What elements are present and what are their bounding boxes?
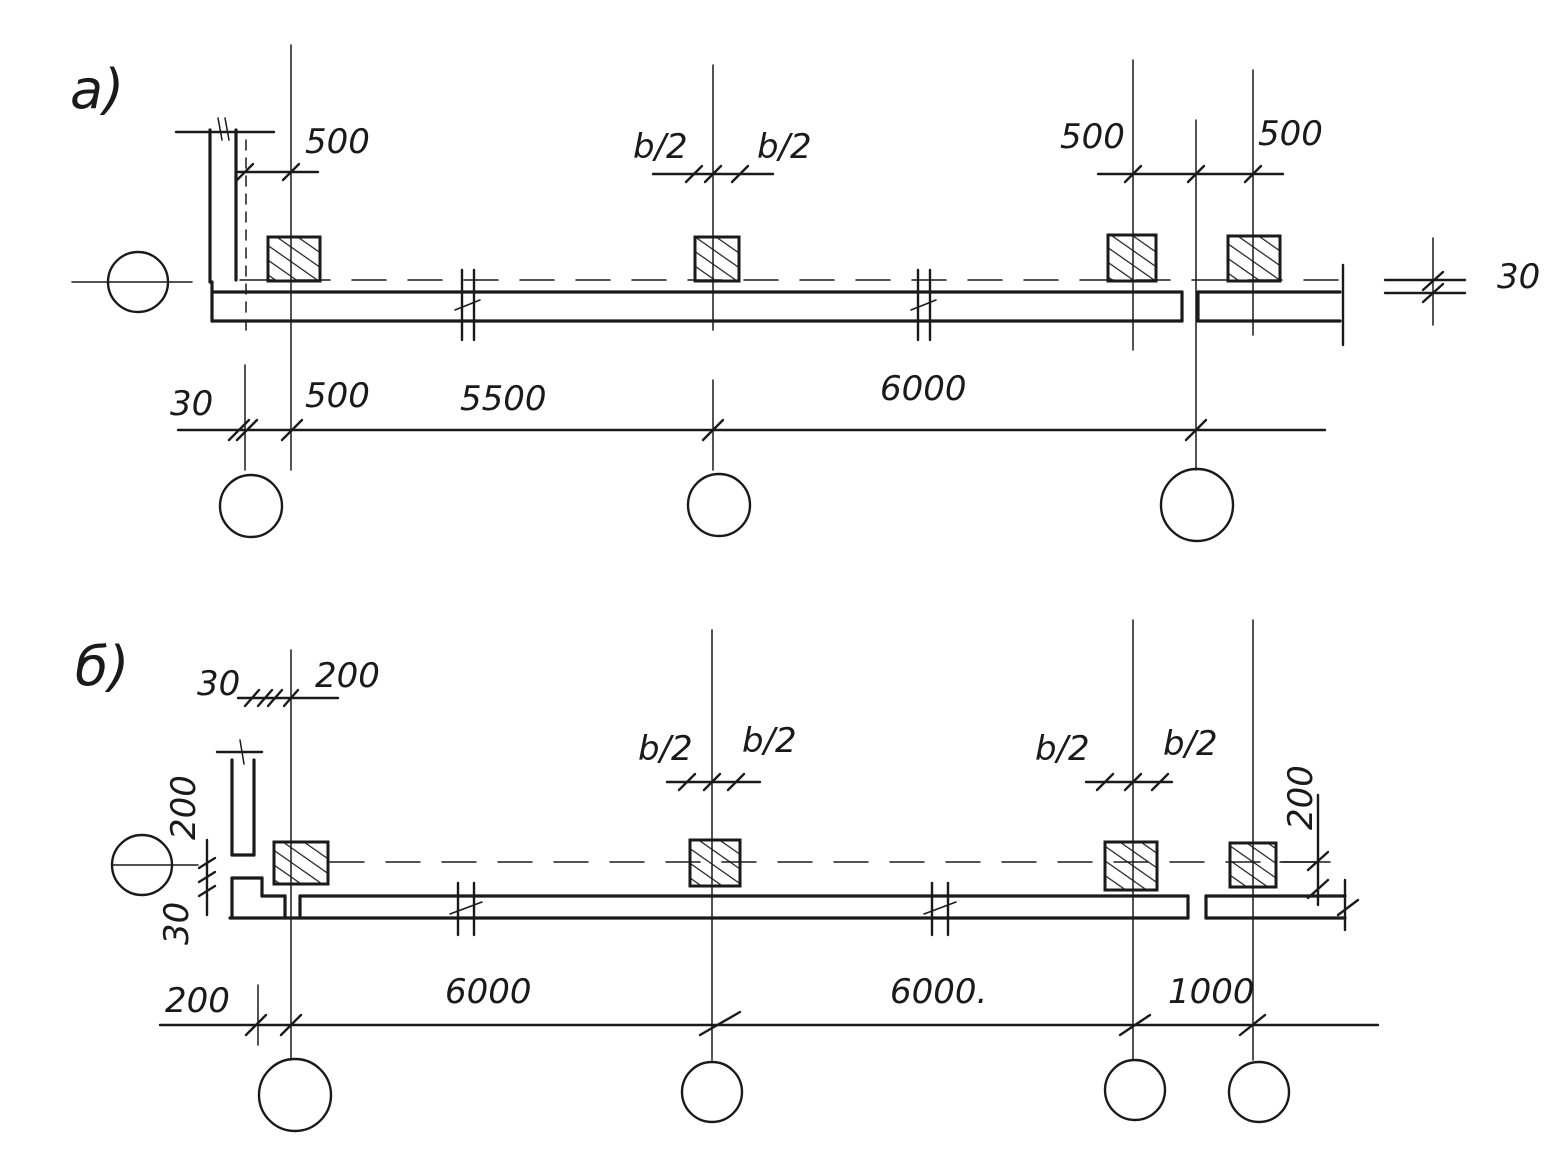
- dims-left-b: [197, 838, 217, 917]
- diagram-b: б): [75, 619, 1380, 1133]
- dim-b-6000-b: 6000.: [890, 972, 987, 1012]
- axis-bubble-b1: [257, 1057, 333, 1133]
- dim-a-500-right-b: 500: [1258, 114, 1323, 154]
- column-b3: [1103, 840, 1159, 892]
- axis-bubble-a2: [686, 472, 752, 538]
- dims-bottom-a: [176, 418, 1327, 442]
- axis-lines-b: [290, 619, 1254, 1061]
- slab-b: [228, 878, 1347, 937]
- columns-b: [272, 838, 1278, 892]
- axis-bubble-b2: [680, 1060, 744, 1124]
- axis-bubbles-b: [257, 1057, 1291, 1133]
- dim-b-200-bottom: 200: [165, 981, 230, 1021]
- dim-a-5500: 5500: [460, 379, 547, 419]
- column-a4: [1226, 234, 1282, 283]
- dim-b-6000-a: 6000: [445, 972, 532, 1012]
- dim-b-b2-3: b/2: [1035, 729, 1090, 769]
- column-b1: [272, 840, 330, 886]
- axis-marker-left-a: [71, 250, 193, 314]
- slab-a: [210, 263, 1345, 347]
- dim-a-500-bottom: 500: [305, 376, 370, 416]
- dim-b-200-left: 200: [164, 775, 204, 840]
- dims-top-a: [235, 162, 1285, 184]
- column-a1: [266, 235, 322, 283]
- column-a3: [1106, 233, 1158, 283]
- dim-b-1000: 1000: [1168, 972, 1255, 1012]
- axis-bubble-b3: [1103, 1058, 1167, 1122]
- column-b4: [1228, 841, 1278, 889]
- axis-lines-a: [244, 44, 1254, 471]
- wall-a: [174, 117, 276, 331]
- dim-a-b2-left: b/2: [633, 127, 688, 167]
- axis-bubble-a1: [218, 473, 284, 539]
- dim-a-500-right-a: 500: [1060, 117, 1125, 157]
- dim-b-30-top: 30: [197, 664, 240, 704]
- columns-a: [266, 233, 1282, 283]
- wall-b: [215, 739, 287, 920]
- dim-b-b2-2: b/2: [742, 721, 797, 761]
- column-a2: [693, 235, 741, 283]
- axis-bubble-b4: [1227, 1060, 1291, 1124]
- axis-marker-left-b: [110, 833, 199, 897]
- dim-b-30-left: 30: [157, 902, 197, 945]
- dim-a-30-right: 30: [1497, 257, 1540, 297]
- diagram-a: a): [70, 44, 1540, 543]
- dim-a-6000: 6000: [880, 369, 967, 409]
- dim-b-200-right: 200: [1281, 765, 1321, 830]
- dims-top-b: [236, 688, 1174, 792]
- dim-a-b2-right: b/2: [757, 127, 812, 167]
- axis-bubbles-a: [218, 467, 1235, 543]
- dim-a-500-left: 500: [305, 122, 370, 162]
- diagram-a-label: a): [70, 58, 124, 121]
- diagram-b-label: б): [75, 635, 129, 698]
- dim-right-a: [1383, 237, 1467, 326]
- dim-right-b: [1279, 793, 1360, 917]
- dim-b-200-top: 200: [315, 656, 380, 696]
- axis-bubble-a3: [1159, 467, 1235, 543]
- column-b2: [688, 838, 742, 888]
- dim-a-30-bottom: 30: [170, 384, 213, 424]
- dim-b-b2-4: b/2: [1163, 724, 1218, 764]
- dims-bottom-b: [158, 984, 1380, 1046]
- dim-b-b2-1: b/2: [638, 729, 693, 769]
